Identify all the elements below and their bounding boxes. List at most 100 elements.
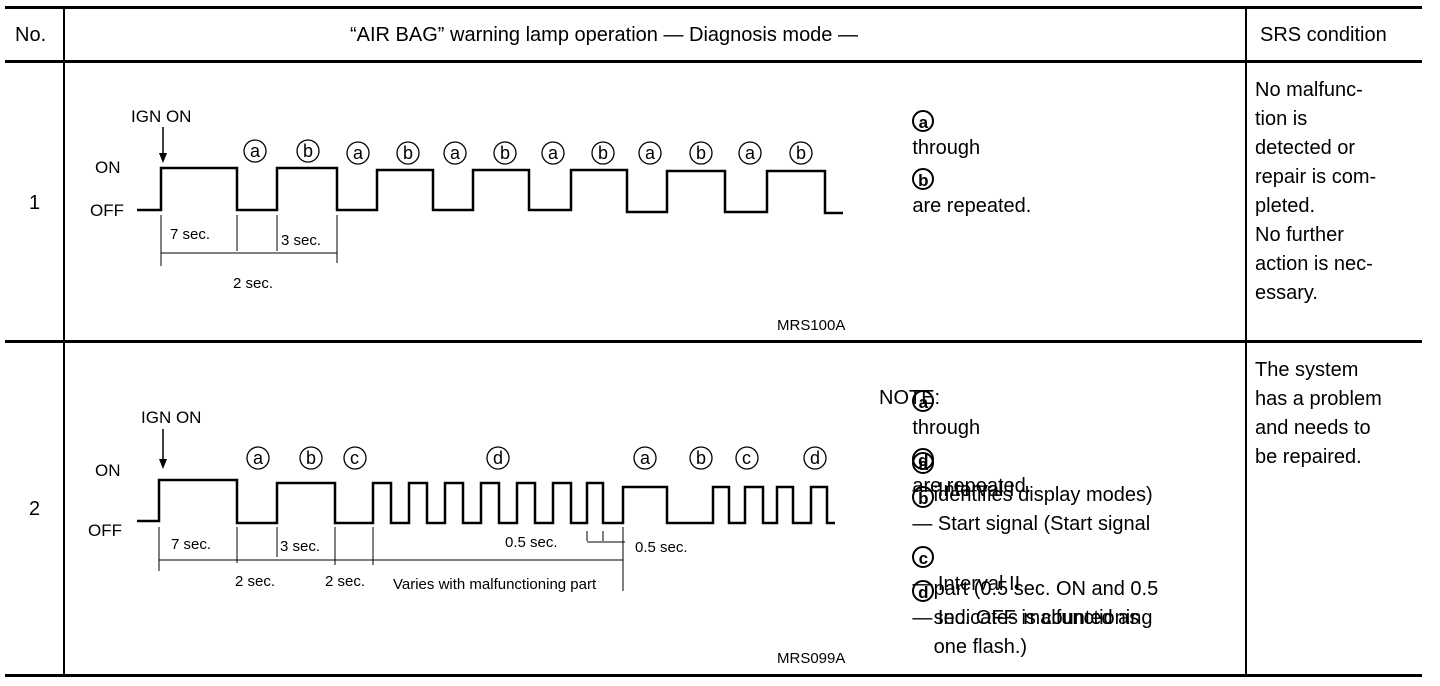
label-b: b bbox=[789, 141, 813, 165]
off-label: OFF bbox=[88, 521, 122, 540]
label-b: b bbox=[591, 141, 615, 165]
label-a: a bbox=[633, 446, 657, 470]
row2-condition: The system has a problem and needs to be… bbox=[1255, 356, 1382, 472]
svg-text:d: d bbox=[810, 448, 820, 468]
svg-text:c: c bbox=[742, 448, 751, 468]
through-text: through bbox=[912, 417, 981, 439]
svg-text:a: a bbox=[548, 143, 559, 163]
repeat-text: are repeated. bbox=[912, 195, 1032, 217]
svg-text:a: a bbox=[450, 143, 461, 163]
t7-label: 7 sec. bbox=[170, 226, 210, 243]
row-number: 2 bbox=[29, 498, 41, 520]
note-text: — Start signal (Start signal bbox=[912, 513, 1151, 535]
off-label: OFF bbox=[90, 201, 124, 220]
condition-line: detected or bbox=[1255, 137, 1356, 159]
svg-text:b: b bbox=[796, 143, 806, 163]
svg-text:a: a bbox=[250, 141, 261, 161]
t2-label: 2 sec. bbox=[233, 275, 273, 292]
label-c: c bbox=[343, 446, 367, 470]
timing-dimensions-2 bbox=[158, 527, 625, 591]
header-condition: SRS condition bbox=[1260, 24, 1387, 46]
symbol-a: a bbox=[912, 110, 935, 132]
timing-dimensions-1 bbox=[160, 215, 338, 266]
svg-text:b: b bbox=[303, 141, 313, 161]
note-item-b: b — Start signal (Start signal bbox=[879, 452, 1150, 568]
label-b: b bbox=[296, 139, 320, 163]
t3-label: 3 sec. bbox=[281, 232, 321, 249]
svg-text:a: a bbox=[353, 143, 364, 163]
row1-condition: No malfunc- tion is detected or repair i… bbox=[1255, 76, 1376, 308]
note-title: NOTE: bbox=[879, 387, 941, 409]
condition-line: repair is com- bbox=[1255, 166, 1377, 188]
t2a-label: 2 sec. bbox=[235, 573, 275, 590]
label-a: a bbox=[346, 141, 370, 165]
diagnosis-table: No. “AIR BAG” warning lamp operation — D… bbox=[5, 6, 1422, 677]
timing-diagram-1: IGN ON ON OFF a b a b a b a b a b a b bbox=[90, 107, 845, 333]
note-item-d: d — Indicates malfunctioning bbox=[879, 546, 1152, 662]
condition-line: No further bbox=[1255, 224, 1344, 246]
ign-on-label: IGN ON bbox=[131, 107, 191, 126]
figure-code-1: MRS100A bbox=[777, 317, 845, 333]
svg-text:b: b bbox=[403, 143, 413, 163]
label-b: b bbox=[493, 141, 517, 165]
symbol-d: d bbox=[912, 580, 935, 602]
svg-text:d: d bbox=[493, 448, 503, 468]
lamp-signal-1 bbox=[137, 166, 843, 215]
symbol-b: b bbox=[912, 486, 935, 508]
row1-description: a through b are repeated. bbox=[879, 76, 1031, 250]
condition-line: No malfunc- bbox=[1255, 79, 1363, 101]
on-label: ON bbox=[95, 461, 121, 480]
signal-labels-2: a b c d a b c d bbox=[246, 446, 827, 470]
t3-label: 3 sec. bbox=[280, 538, 320, 555]
t05b-label: 0.5 sec. bbox=[635, 539, 688, 556]
svg-text:a: a bbox=[645, 143, 656, 163]
through-text: through bbox=[912, 137, 981, 159]
label-b: b bbox=[689, 141, 713, 165]
label-b: b bbox=[299, 446, 323, 470]
svg-text:b: b bbox=[500, 143, 510, 163]
note-text: — Indicates malfunctioning bbox=[912, 607, 1153, 629]
note-text: identifies display modes) bbox=[917, 484, 1153, 506]
label-a: a bbox=[246, 446, 270, 470]
label-a: a bbox=[638, 141, 662, 165]
label-a: a bbox=[738, 141, 762, 165]
condition-line: tion is bbox=[1255, 108, 1308, 130]
condition-line: be repaired. bbox=[1255, 446, 1362, 468]
symbol-b: b bbox=[912, 168, 935, 190]
svg-text:b: b bbox=[696, 448, 706, 468]
lamp-signal-2 bbox=[137, 478, 835, 525]
symbol-a: a bbox=[912, 390, 935, 412]
label-a: a bbox=[243, 139, 267, 163]
ign-on-arrowhead bbox=[159, 153, 167, 163]
condition-line: action is nec- bbox=[1255, 253, 1373, 275]
col-divider-2 bbox=[1245, 6, 1247, 677]
note-text: part (0.5 sec. ON and 0.5 bbox=[917, 578, 1159, 600]
svg-text:a: a bbox=[745, 143, 756, 163]
condition-line: essary. bbox=[1255, 282, 1318, 304]
condition-line: has a problem bbox=[1255, 388, 1382, 410]
t05a-label: 0.5 sec. bbox=[505, 534, 558, 551]
row1-bottom-rule bbox=[5, 340, 1422, 343]
label-a: a bbox=[443, 141, 467, 165]
label-d: d bbox=[803, 446, 827, 470]
ign-on-arrowhead bbox=[159, 459, 167, 469]
svg-text:c: c bbox=[350, 448, 359, 468]
condition-line: pleted. bbox=[1255, 195, 1316, 217]
condition-line: and needs to bbox=[1255, 417, 1371, 439]
t2b-label: 2 sec. bbox=[325, 573, 365, 590]
row-number: 1 bbox=[29, 192, 41, 214]
svg-text:b: b bbox=[306, 448, 316, 468]
table-bottom-rule bbox=[5, 674, 1422, 677]
label-d: d bbox=[486, 446, 510, 470]
t7-label: 7 sec. bbox=[171, 536, 211, 553]
table-top-rule bbox=[5, 6, 1422, 9]
condition-line: The system bbox=[1255, 359, 1359, 381]
on-label: ON bbox=[95, 158, 121, 177]
label-b: b bbox=[689, 446, 713, 470]
varies-label: Varies with malfunctioning part bbox=[393, 576, 597, 593]
header-bottom-rule bbox=[5, 60, 1422, 63]
svg-text:a: a bbox=[253, 448, 264, 468]
svg-text:b: b bbox=[598, 143, 608, 163]
svg-text:a: a bbox=[640, 448, 651, 468]
